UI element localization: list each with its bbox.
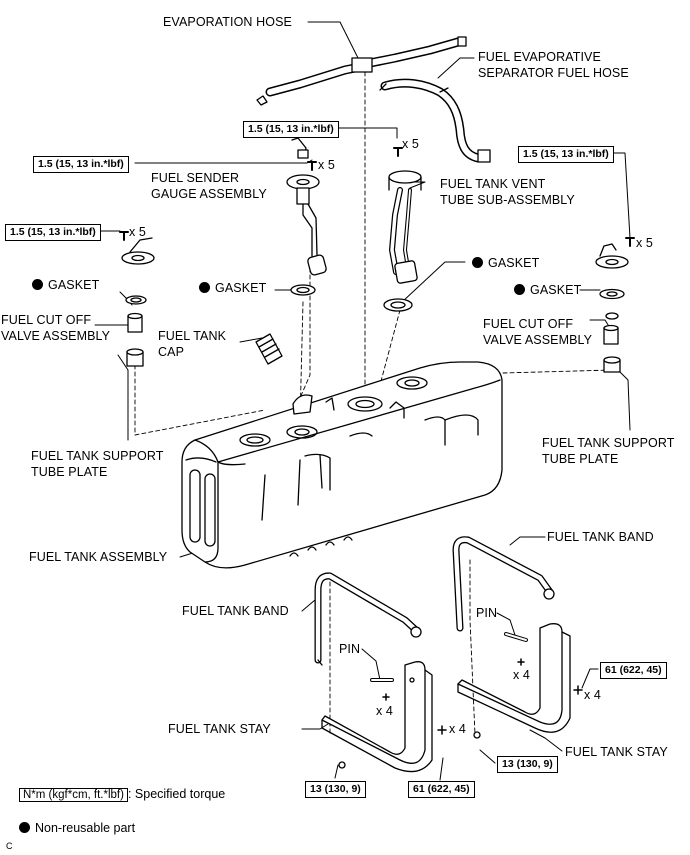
gasket-text: GASKET: [48, 278, 100, 292]
label-support-plate-right-2: TUBE PLATE: [542, 452, 619, 466]
fuel-cut-off-valve-right: [603, 324, 619, 345]
legend-torque: N*m (kgf*cm, ft.*lbf): Specified torque: [19, 787, 225, 803]
legend-non-reusable-text: Non-reusable part: [35, 821, 136, 835]
qty-sender-bolts: x 5: [318, 158, 335, 172]
label-gasket-left: GASKET: [32, 278, 99, 293]
gasket-right: [599, 288, 625, 320]
fuel-tank-stay-left: [321, 661, 433, 773]
label-fuel-tank-band-left: FUEL TANK BAND: [182, 604, 289, 618]
torque-box-stay-bolt-right: 61 (622, 45): [600, 662, 667, 679]
fuel-evaporative-separator-fuel-hose: [379, 78, 491, 163]
gasket-left: [125, 295, 147, 305]
label-fuel-tank-assembly: FUEL TANK ASSEMBLY: [29, 550, 168, 564]
bolt: [307, 161, 317, 171]
label-support-plate-left-2: TUBE PLATE: [31, 465, 108, 479]
fuel-tank-support-tube-plate-left: [126, 348, 144, 367]
label-fuel-tank-stay-right: FUEL TANK STAY: [565, 745, 668, 759]
legend-non-reusable: Non-reusable part: [19, 821, 135, 836]
label-fuel-tank-cap-1: FUEL TANK: [158, 329, 227, 343]
fuel-cut-off-valve-right-flange: [595, 237, 635, 269]
label-tube-sub-assembly: TUBE SUB-ASSEMBLY: [440, 193, 575, 207]
non-reusable-mark: [19, 822, 30, 833]
fuel-sender-gauge-assembly: [286, 137, 327, 276]
non-reusable-mark: [199, 282, 210, 293]
label-gasket-sender: GASKET: [199, 281, 266, 296]
fuel-tank-vent-tube-sub-assembly: [388, 147, 422, 284]
label-evaporation-hose: EVAPORATION HOSE: [163, 15, 292, 29]
fuel-tank-stay-right: [457, 623, 571, 733]
label-gasket-right: GASKET: [514, 283, 581, 298]
label-pin-left: PIN: [339, 642, 361, 656]
fuel-tank-assembly: [181, 361, 503, 569]
non-reusable-mark: [514, 284, 525, 295]
fuel-tank-cap: [255, 333, 283, 365]
fuel-cut-off-valve-left-flange: [119, 231, 155, 265]
legend-torque-unit: N*m (kgf*cm, ft.*lbf): [19, 788, 128, 802]
pin-right: [504, 632, 528, 642]
qty-vent-bolts: x 5: [402, 137, 419, 151]
fuel-tank-band-right: [452, 536, 555, 632]
torque-box-stay-nut-right: 13 (130, 9): [497, 756, 558, 773]
gasket-sender: [290, 284, 316, 296]
label-fuel-tank-cap-2: CAP: [158, 345, 185, 359]
label-support-plate-right-1: FUEL TANK SUPPORT: [542, 436, 675, 450]
label-gauge-assembly: GAUGE ASSEMBLY: [151, 187, 267, 201]
torque-box-left-valve: 1.5 (15, 13 in.*lbf): [5, 224, 101, 241]
torque-box-stay-nut-left: 13 (130, 9): [305, 781, 366, 798]
label-gasket-vent: GASKET: [472, 256, 539, 271]
bolts-right-stay: [473, 658, 583, 739]
label-pin-right: PIN: [476, 606, 498, 620]
gasket-vent: [383, 298, 413, 312]
torque-box-right-valve: 1.5 (15, 13 in.*lbf): [518, 146, 614, 163]
non-reusable-mark: [32, 279, 43, 290]
label-fuel-cut-off-left: FUEL CUT OFF: [1, 313, 92, 327]
label-valve-assembly-left: VALVE ASSEMBLY: [1, 329, 111, 343]
label-separator-fuel-hose: SEPARATOR FUEL HOSE: [478, 66, 629, 80]
fuel-cut-off-valve-left: [127, 312, 143, 333]
qty-left-stay-bolts: x 4: [449, 722, 466, 736]
torque-box-stay-bolt-left: 61 (622, 45): [408, 781, 475, 798]
qty-left-valve-bolts: x 5: [129, 225, 146, 239]
torque-box-sender: 1.5 (15, 13 in.*lbf): [33, 156, 129, 173]
label-fuel-sender: FUEL SENDER: [151, 171, 240, 185]
label-fuel-tank-band-right: FUEL TANK BAND: [547, 530, 654, 544]
fuel-tank-band-left: [314, 572, 422, 666]
qty-right-stay-nuts: x 4: [513, 668, 530, 682]
torque-box-vent: 1.5 (15, 13 in.*lbf): [243, 121, 339, 138]
gasket-text: GASKET: [488, 256, 540, 270]
label-valve-assembly-right: VALVE ASSEMBLY: [483, 333, 593, 347]
label-fuel-evaporative: FUEL EVAPORATIVE: [478, 50, 601, 64]
qty-right-stay-bolts: x 4: [584, 688, 601, 702]
label-fuel-tank-stay-left: FUEL TANK STAY: [168, 722, 271, 736]
corner-code: C: [6, 841, 13, 851]
bolts-left-stay: [338, 693, 447, 769]
gasket-text: GASKET: [530, 283, 582, 297]
fuel-tank-support-tube-plate-right: [603, 356, 621, 373]
label-fuel-cut-off-right: FUEL CUT OFF: [483, 317, 574, 331]
gasket-text: GASKET: [215, 281, 267, 295]
evaporation-hose: [256, 36, 467, 106]
non-reusable-mark: [472, 257, 483, 268]
qty-right-valve-bolts: x 5: [636, 236, 653, 250]
label-support-plate-left-1: FUEL TANK SUPPORT: [31, 449, 164, 463]
legend-torque-desc: : Specified torque: [127, 787, 226, 801]
label-fuel-tank-vent: FUEL TANK VENT: [440, 177, 546, 191]
qty-left-stay-nuts: x 4: [376, 704, 393, 718]
